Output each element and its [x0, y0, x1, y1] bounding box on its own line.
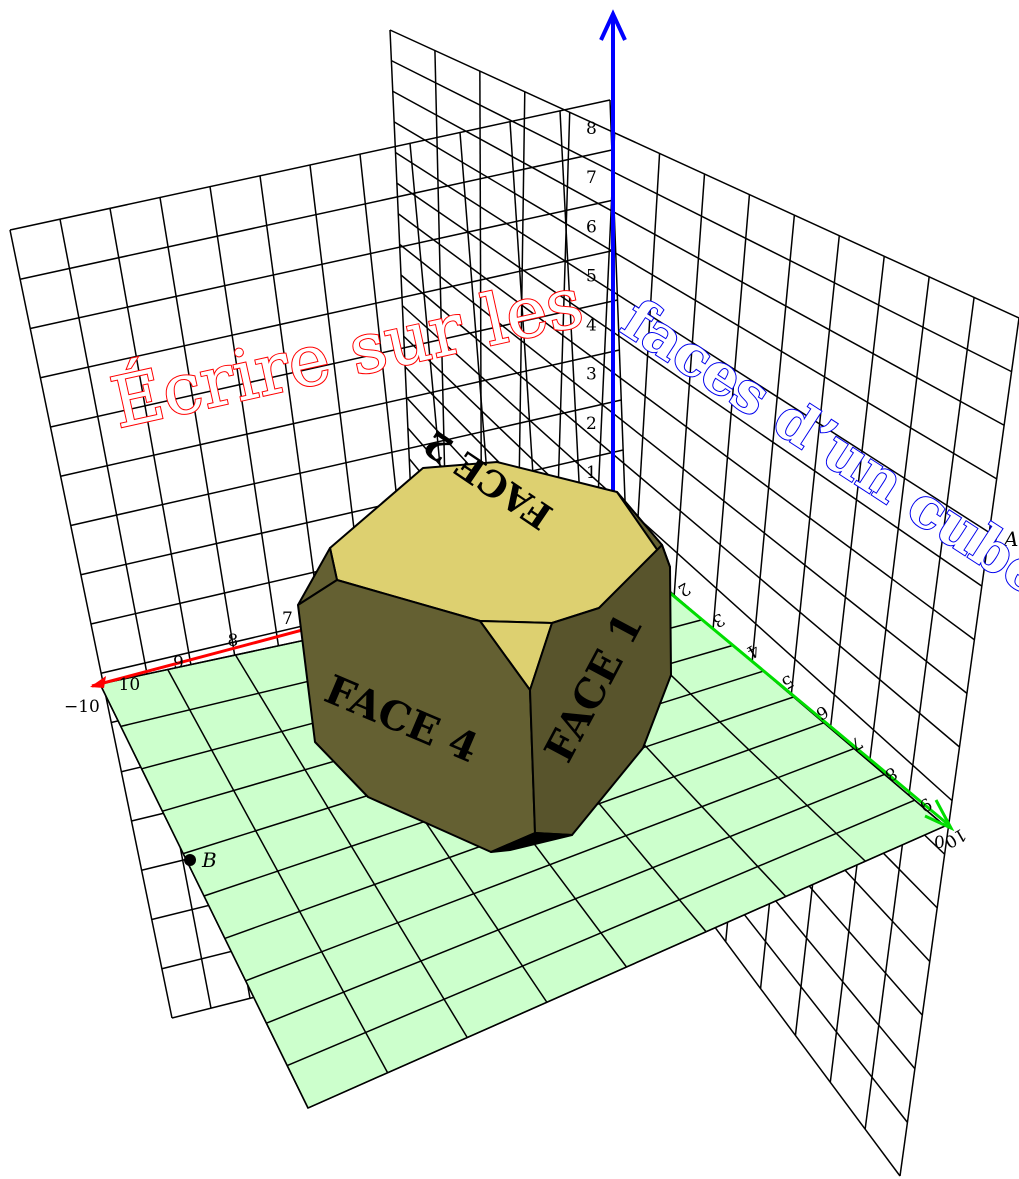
x-axis-tick-label: 7 [282, 609, 293, 629]
back-left-grid-line-v [40, 249, 616, 379]
back-left-grid-line-v [30, 199, 614, 330]
axes [90, 9, 955, 832]
back-right-grid-line-v [392, 90, 1005, 426]
x-axis-tick-label: 9 [173, 653, 184, 673]
back-right-grid-line-v [399, 243, 968, 694]
x-axis-tick-label: −10 [64, 697, 100, 717]
x-axis-tick-labels: 7 8 9 10 −10 [64, 609, 293, 717]
back-right-grid-plane [389, 29, 1019, 1177]
z-axis-arrow [599, 9, 627, 41]
y-axis-arrow [924, 799, 955, 832]
back-right-grid-line-v [396, 182, 983, 587]
z-axis-tick-label: 7 [586, 168, 597, 188]
z-axis-tick-label: 3 [586, 365, 597, 385]
point-a-label: A [1002, 527, 1018, 551]
back-left-grid-line-v [70, 399, 622, 527]
cube-bottom-corner [490, 832, 573, 853]
title-part2: faces d’un cube [610, 286, 1019, 608]
x-axis-tick-label: 8 [228, 631, 239, 651]
back-left-grid-line-v [19, 149, 613, 280]
z-axis-tick-label: 1 [586, 463, 597, 483]
point-b-dot [184, 854, 196, 866]
point-b-label: B [201, 848, 217, 872]
back-right-grid-line-v [393, 121, 998, 480]
floor-grid-line-v [307, 825, 946, 1109]
z-axis-tick-label: 2 [586, 414, 597, 434]
z-axis-tick-label: 8 [586, 119, 597, 139]
title-part1: Écrire sur les [104, 261, 590, 445]
z-axis-tick-labels: 1 2 3 4 5 6 7 8 [586, 119, 597, 483]
point-a-dot [985, 532, 997, 544]
z-axis-tick-label: 4 [586, 316, 597, 336]
back-right-grid-line-v [389, 29, 1019, 319]
truncated-cube [297, 461, 672, 853]
back-left-grid-line-v [60, 349, 620, 477]
floor-grid-line-v [286, 799, 915, 1067]
z-axis-tick-label: 5 [586, 266, 597, 286]
point-a: A [985, 527, 1018, 551]
back-right-grid-line-v [397, 213, 975, 641]
point-b: B [184, 848, 217, 872]
floor-grid-line-v [245, 747, 855, 982]
floor-grid-line-v [266, 773, 885, 1024]
origin-label: 0 [934, 833, 945, 853]
back-right-grid-line-v [401, 305, 953, 802]
cube-face-front-right [529, 544, 672, 836]
back-left-grid-line-v [9, 99, 611, 231]
back-right-grid-line-v [395, 151, 990, 534]
y-axis-line [639, 566, 951, 828]
back-left-grid-line-v [50, 299, 618, 428]
x-axis-tick-label: 10 [119, 675, 141, 695]
back-right-grid-line-v [400, 274, 960, 748]
x-axis-arrow [90, 676, 106, 688]
back-right-grid-line-v [391, 59, 1012, 373]
z-axis-tick-label: 6 [586, 217, 597, 237]
x-axis-line [91, 618, 341, 688]
